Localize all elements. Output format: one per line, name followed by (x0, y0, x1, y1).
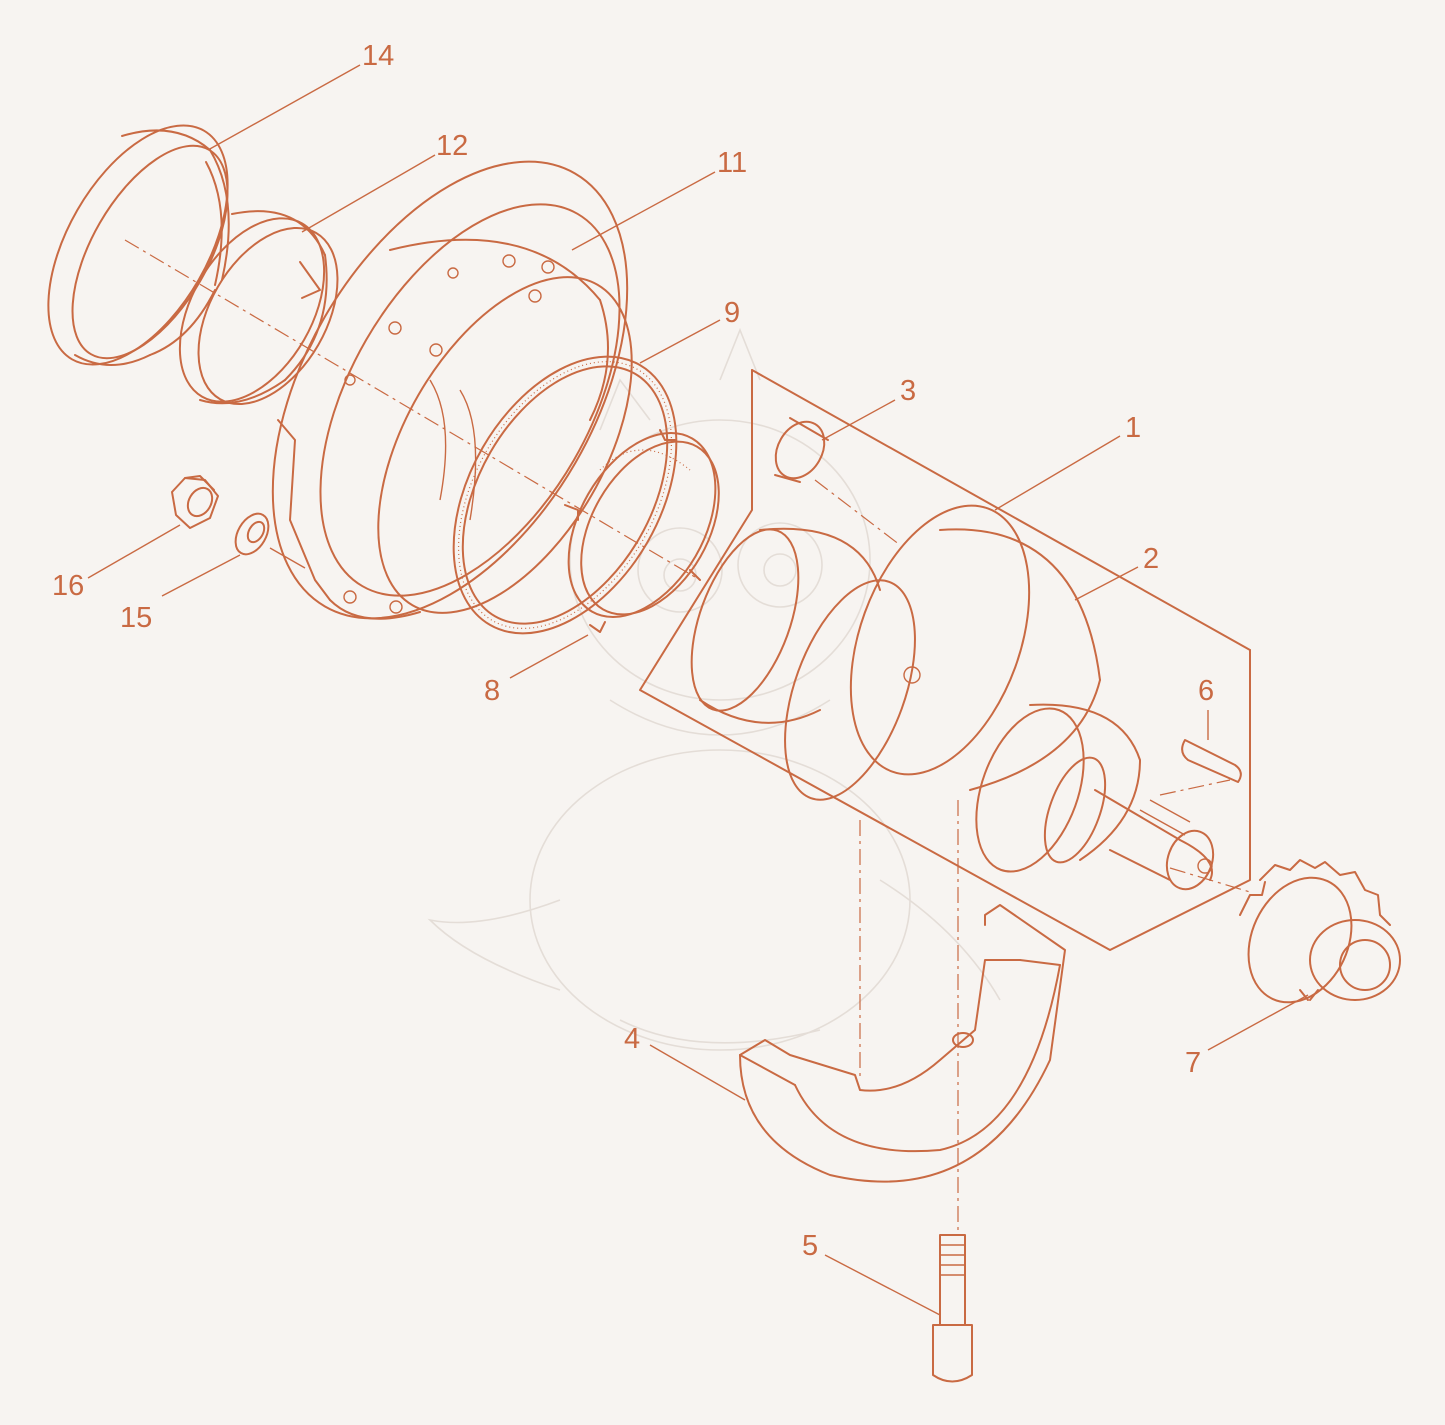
part-3-key-pin (774, 417, 829, 483)
label-part-11: 11 (717, 147, 747, 179)
part-2-crankshaft (690, 504, 1215, 891)
background-dragon-watermark (427, 327, 1001, 1051)
label-part-3: 3 (900, 375, 916, 407)
part-4-bearing-cap (739, 904, 1066, 1183)
part-labels: 14 12 11 9 3 1 2 6 16 15 8 4 7 5 (52, 40, 1214, 1262)
part-16-hex-nut (171, 475, 219, 529)
label-part-2: 2 (1143, 543, 1159, 575)
part-7-drive-gear (1239, 859, 1401, 1004)
label-part-6: 6 (1198, 675, 1214, 707)
label-part-7: 7 (1185, 1047, 1201, 1079)
label-part-14: 14 (362, 40, 394, 72)
part-12-bearing-ring (178, 210, 339, 406)
part-14-seal-ring (47, 124, 230, 366)
part-6-woodruff-key (1181, 739, 1242, 783)
part-1-assembly-frame (639, 369, 1251, 951)
label-part-16: 16 (52, 570, 84, 602)
part-11-housing-flange (271, 160, 633, 620)
part-8-thrust-ring (564, 429, 720, 633)
label-part-1: 1 (1125, 412, 1141, 444)
label-part-15: 15 (120, 602, 152, 634)
label-part-4: 4 (624, 1023, 640, 1055)
label-part-12: 12 (436, 130, 468, 162)
part-5-bolt (932, 1234, 973, 1383)
part-9-gasket-ring (452, 355, 678, 635)
part-15-washer (234, 512, 270, 556)
leader-lines (87, 64, 1309, 1316)
axis-centerlines (124, 239, 1251, 1230)
label-part-9: 9 (724, 297, 740, 329)
label-part-8: 8 (484, 675, 500, 707)
label-part-5: 5 (802, 1230, 818, 1262)
